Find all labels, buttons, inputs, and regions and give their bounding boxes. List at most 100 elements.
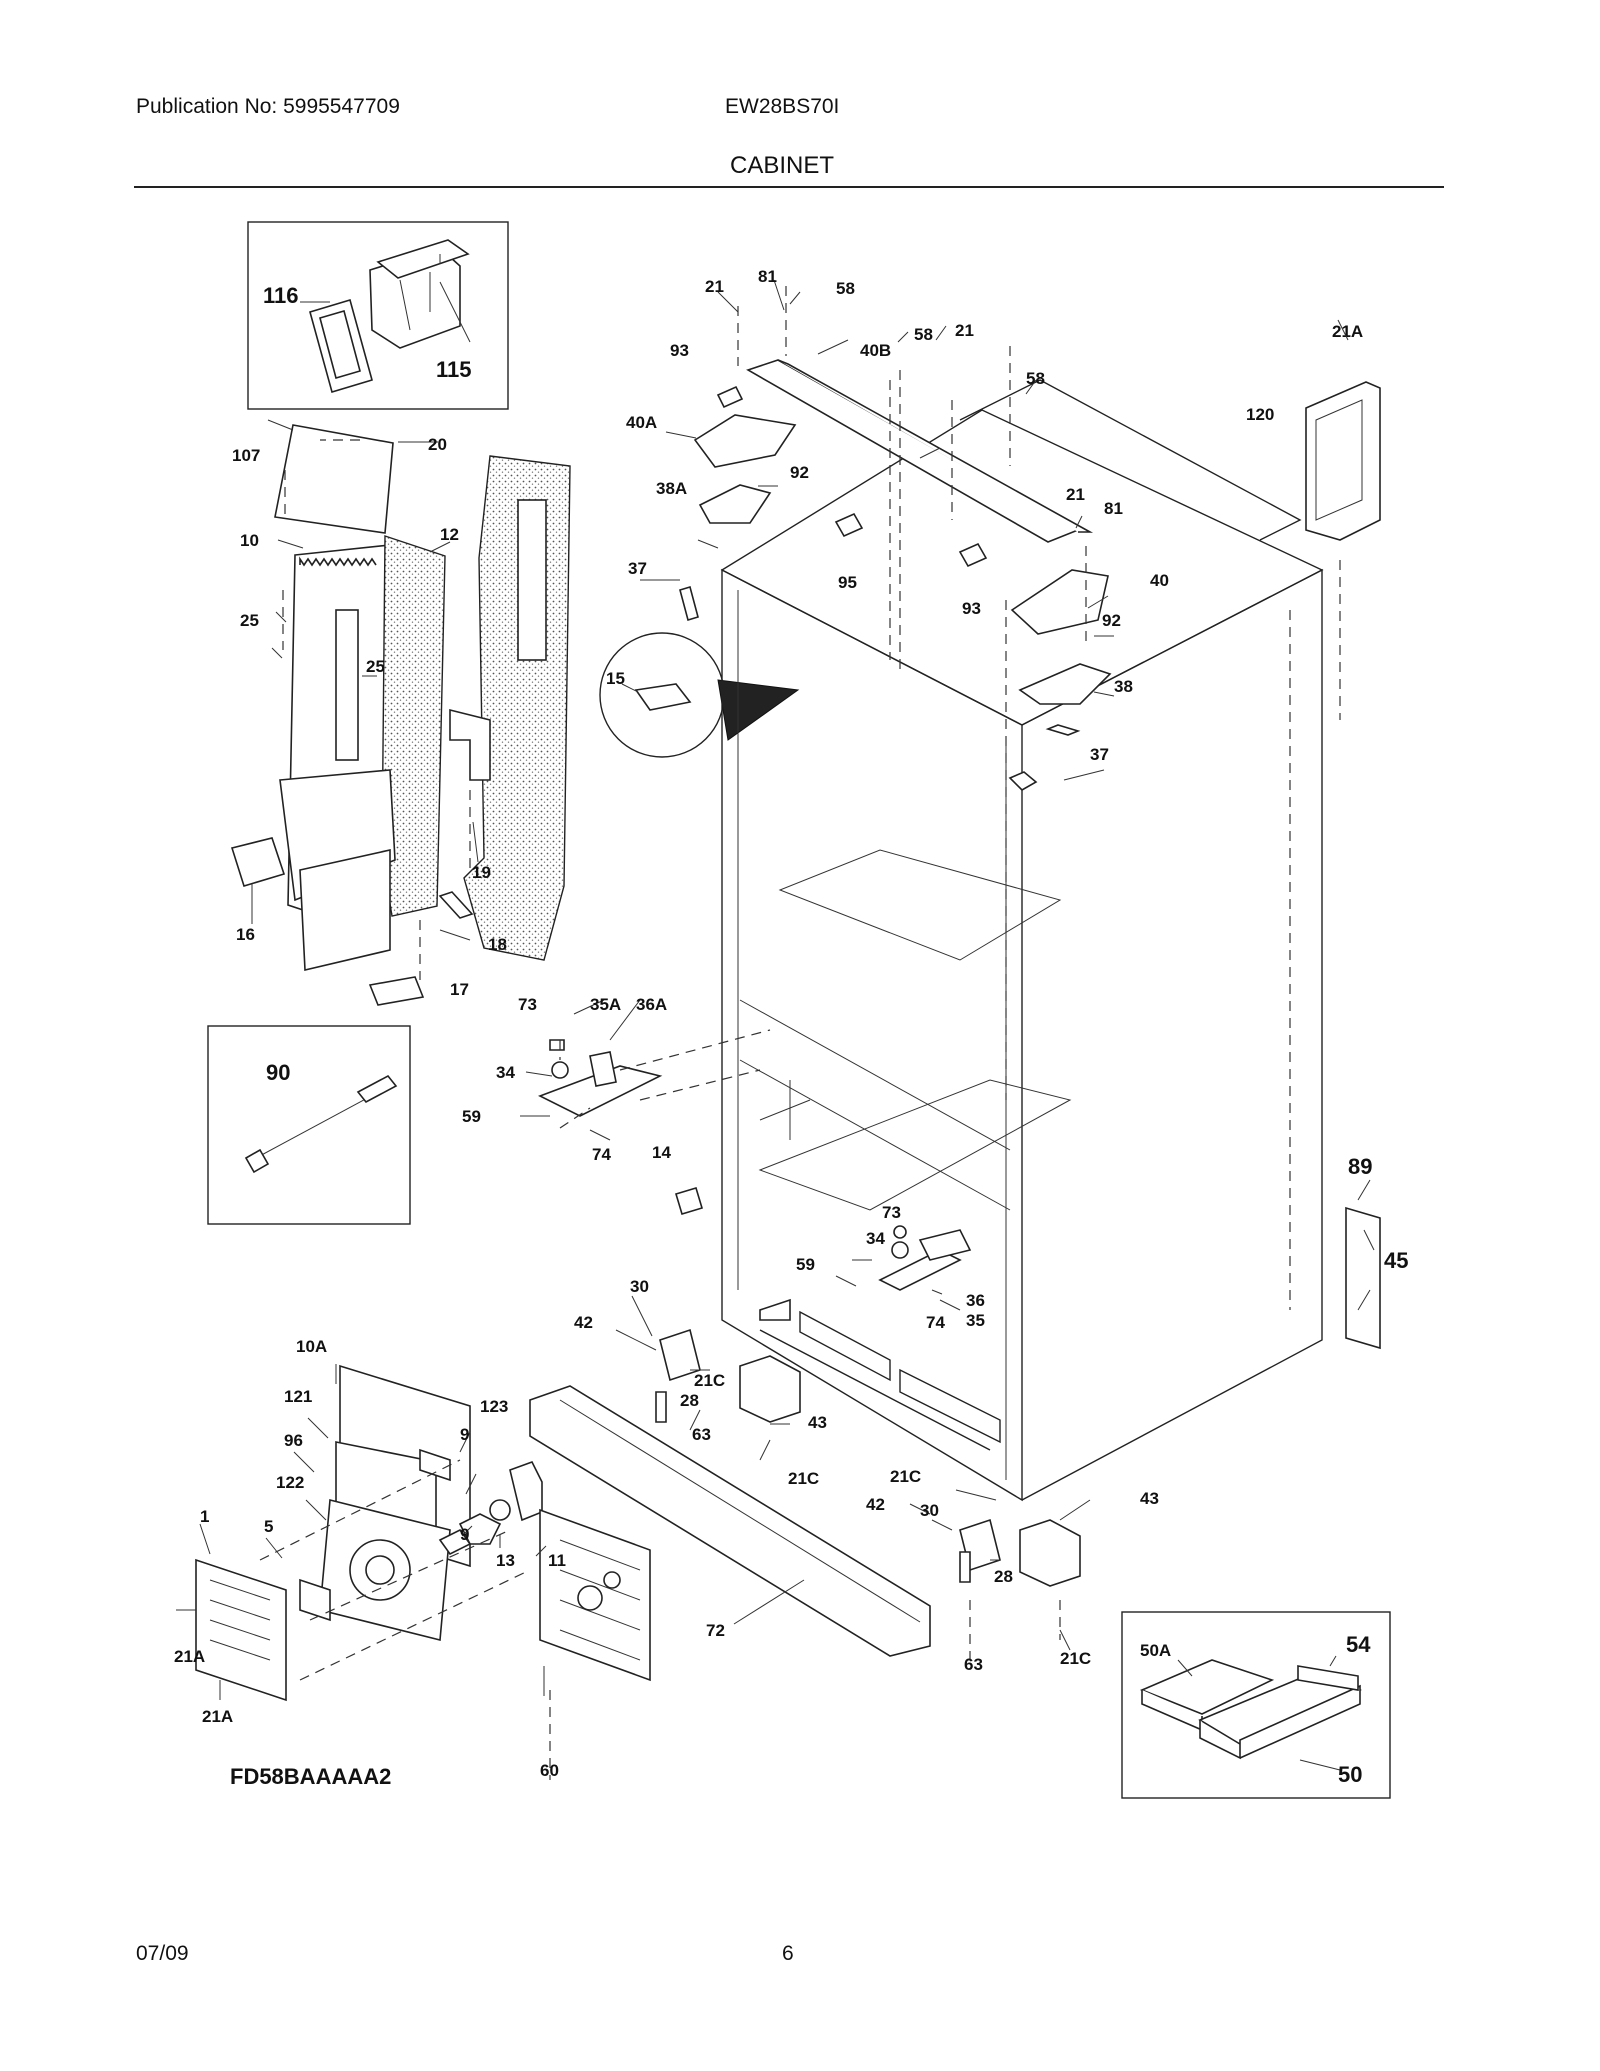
- callout-72: 72: [706, 1621, 725, 1640]
- callout-30: 30: [630, 1277, 649, 1296]
- model-number: EW28BS70I: [725, 95, 840, 118]
- publication-date: 07/09: [136, 1942, 189, 1965]
- callout-38A: 38A: [656, 479, 687, 498]
- callout-1: 1: [200, 1507, 209, 1526]
- callout-20: 20: [428, 435, 447, 454]
- callout-28: 28: [994, 1567, 1013, 1586]
- callout-93: 93: [670, 341, 689, 360]
- callout-10: 10: [240, 531, 259, 550]
- callout-35A: 35A: [590, 995, 621, 1014]
- callout-42: 42: [866, 1495, 885, 1514]
- bottom-hinge-left: [615, 1295, 801, 1461]
- callout-10A: 10A: [296, 1337, 327, 1356]
- callout-21A: 21A: [174, 1647, 205, 1666]
- callout-21A: 21A: [202, 1707, 233, 1726]
- callout-73: 73: [518, 995, 537, 1014]
- callout-120: 120: [1246, 405, 1274, 424]
- callout-81: 81: [758, 267, 777, 286]
- callout-63: 63: [964, 1655, 983, 1674]
- inset-box-115-116: [247, 221, 509, 410]
- callout-43: 43: [808, 1413, 827, 1432]
- callout-115: 115: [436, 357, 472, 382]
- callout-92: 92: [790, 463, 809, 482]
- callout-121: 121: [284, 1387, 312, 1406]
- middle-hinge-right: [835, 1225, 972, 1311]
- callout-96: 96: [284, 1431, 303, 1450]
- side-bracket-89: [1345, 1179, 1381, 1350]
- callout-92: 92: [1102, 611, 1121, 630]
- callout-21C: 21C: [694, 1371, 725, 1390]
- callout-116: 116: [263, 283, 299, 308]
- callout-5: 5: [264, 1517, 273, 1536]
- callout-21: 21: [1066, 485, 1085, 504]
- callout-40B: 40B: [860, 341, 891, 360]
- callout-13: 13: [496, 1551, 515, 1570]
- callout-38: 38: [1114, 677, 1133, 696]
- air-duct-assembly: [230, 419, 571, 1006]
- callout-74: 74: [926, 1313, 945, 1332]
- section-title: CABINET: [730, 152, 835, 179]
- callout-50: 50: [1338, 1762, 1362, 1787]
- callout-17: 17: [450, 980, 469, 999]
- callout-40A: 40A: [626, 413, 657, 432]
- callout-40: 40: [1150, 571, 1169, 590]
- callout-90: 90: [266, 1060, 290, 1085]
- callout-21A: 21A: [1332, 322, 1363, 341]
- callout-16: 16: [236, 925, 255, 944]
- callout-37: 37: [1090, 745, 1109, 764]
- callout-21C: 21C: [890, 1467, 921, 1486]
- callout-25: 25: [240, 611, 259, 630]
- refrigerator-cabinet: [720, 379, 1324, 1502]
- callout-30: 30: [920, 1501, 939, 1520]
- callout-60: 60: [540, 1761, 559, 1780]
- callout-58: 58: [836, 279, 855, 298]
- callout-42: 42: [574, 1313, 593, 1332]
- callout-59: 59: [796, 1255, 815, 1274]
- callout-14: 14: [652, 1143, 671, 1162]
- page-number: 6: [782, 1942, 794, 1965]
- callout-28: 28: [680, 1391, 699, 1410]
- callout-21: 21: [955, 321, 974, 340]
- callout-9: 9: [460, 1425, 469, 1444]
- callout-45: 45: [1384, 1248, 1408, 1273]
- callout-81: 81: [1104, 499, 1123, 518]
- callout-63: 63: [692, 1425, 711, 1444]
- magnifier-detail-15: [599, 632, 800, 758]
- callout-34: 34: [496, 1063, 515, 1082]
- callout-54: 54: [1346, 1632, 1371, 1657]
- callout-58: 58: [1026, 369, 1045, 388]
- inset-box-50: [1121, 1611, 1391, 1799]
- callout-95: 95: [838, 573, 857, 592]
- top-hinge-assembly: [640, 279, 1115, 791]
- callout-12: 12: [440, 525, 459, 544]
- bottom-hinge-right: [909, 1489, 1091, 1660]
- callout-21C: 21C: [788, 1469, 819, 1488]
- callout-89: 89: [1348, 1154, 1372, 1179]
- callout-34: 34: [866, 1229, 885, 1248]
- part-14: [675, 1187, 703, 1215]
- header-rule: [134, 186, 1444, 188]
- diagram-code: FD58BAAAAA2: [230, 1764, 391, 1789]
- callout-11: 11: [548, 1551, 566, 1570]
- middle-hinge-left: [520, 999, 771, 1141]
- condenser-fan-assembly: [176, 1364, 651, 1780]
- callout-58: 58: [914, 325, 933, 344]
- callout-74: 74: [592, 1145, 611, 1164]
- control-panel-120: [1305, 319, 1381, 720]
- callout-73: 73: [882, 1203, 901, 1222]
- callout-37: 37: [628, 559, 647, 578]
- callout-15: 15: [606, 669, 625, 688]
- callout-93: 93: [962, 599, 981, 618]
- callout-43: 43: [1140, 1489, 1159, 1508]
- inset-box-90: [207, 1025, 411, 1225]
- callout-35: 35: [966, 1311, 985, 1330]
- kickplate-72: [529, 1385, 931, 1657]
- callout-123: 123: [480, 1397, 508, 1416]
- callout-9: 9: [460, 1525, 469, 1544]
- callout-36A: 36A: [636, 995, 667, 1014]
- callout-122: 122: [276, 1473, 304, 1492]
- callout-25: 25: [366, 657, 385, 676]
- callout-107: 107: [232, 446, 260, 465]
- callout-59: 59: [462, 1107, 481, 1126]
